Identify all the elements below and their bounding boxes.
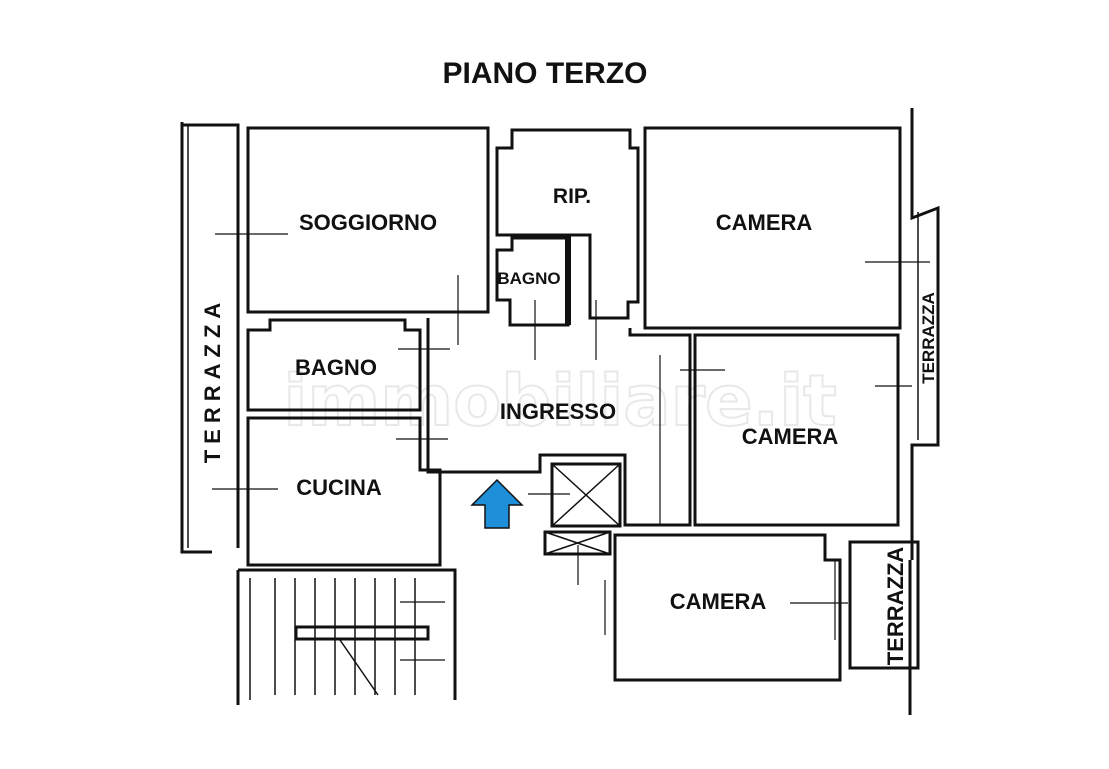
label-bagno-small: BAGNO: [497, 269, 560, 288]
room-bagno: [246, 318, 450, 412]
room-camera-bottom: [604, 533, 848, 682]
page-title: PIANO TERZO: [442, 57, 647, 90]
label-cucina: CUCINA: [296, 475, 382, 500]
terrace-left: [180, 122, 240, 554]
watermark-logo: immobiliare.it: [283, 360, 836, 442]
room-ripostiglio: [495, 128, 640, 320]
room-ingresso: [426, 318, 725, 527]
label-terrazza-left: TERRAZZA: [200, 297, 225, 464]
label-bagno: BAGNO: [295, 355, 377, 380]
label-terrazza-right: TERRAZZA: [919, 292, 938, 384]
terrace-right: [910, 108, 940, 560]
label-ripostiglio: RIP.: [553, 185, 591, 208]
room-bagno-small: [495, 235, 597, 360]
label-camera-top: CAMERA: [716, 210, 813, 235]
staircase: [236, 568, 457, 705]
room-cucina: [212, 416, 448, 567]
label-camera-bottom: CAMERA: [670, 589, 767, 614]
room-soggiorno: [215, 126, 490, 345]
entrance-arrow-icon: [470, 478, 524, 529]
terrace-bottom: [848, 540, 920, 715]
label-soggiorno: SOGGIORNO: [299, 210, 437, 235]
elevator-shaft-icon: [528, 462, 622, 585]
label-ingresso: INGRESSO: [500, 399, 616, 424]
room-camera-middle: [693, 333, 912, 527]
label-camera-middle: CAMERA: [742, 424, 839, 449]
room-camera-top: [643, 126, 930, 330]
label-terrazza-bottom: TERRAZZA: [883, 547, 908, 666]
